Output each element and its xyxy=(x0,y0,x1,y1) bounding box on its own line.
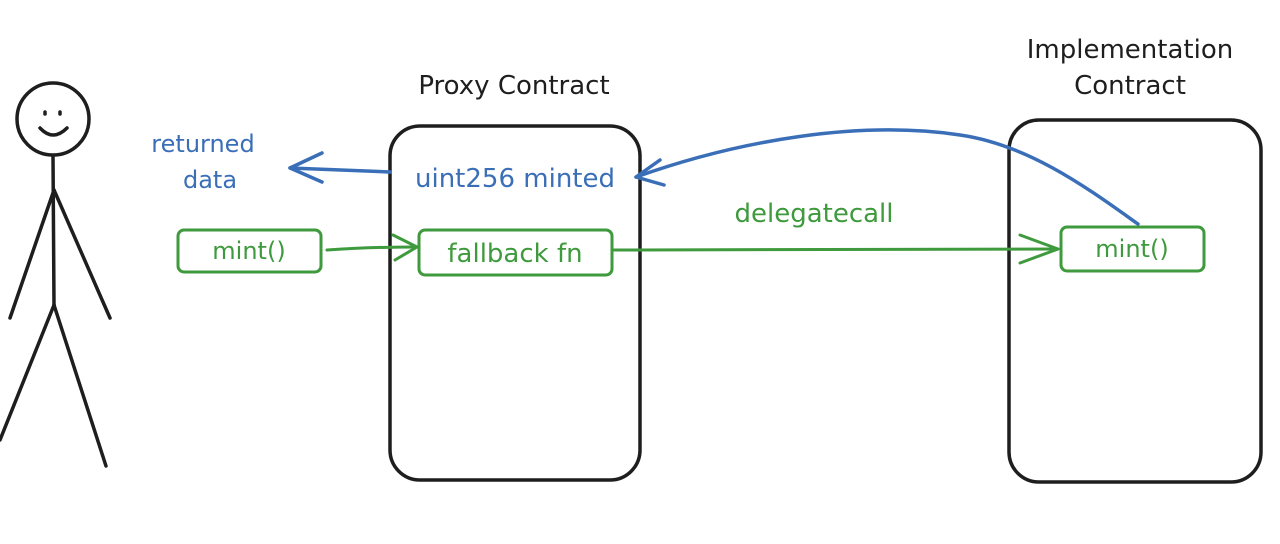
user-mint-call-box xyxy=(176,228,323,274)
user-body xyxy=(51,154,56,307)
returned-data-arrowhead-icon xyxy=(288,151,324,184)
user-right-arm xyxy=(52,188,112,320)
user-stick-figure-icon xyxy=(0,81,112,468)
call-arrow-user-to-proxy xyxy=(325,233,419,262)
proxy-contract-box xyxy=(388,124,642,482)
return-arrow-impl-to-proxy xyxy=(634,128,1140,226)
delegatecall-arrow xyxy=(612,233,1060,265)
delegatecall-label: delegatecall xyxy=(734,199,893,229)
returned-data-label-line2: data xyxy=(183,166,237,194)
fallback-fn-label: fallback fn xyxy=(447,239,582,269)
returned-data-label-line1: returned xyxy=(151,130,254,158)
fallback-fn-box xyxy=(417,228,614,277)
implementation-mint-label: mint() xyxy=(1095,235,1168,263)
user-mint-call-label: mint() xyxy=(212,237,285,265)
user-left-leg xyxy=(0,303,56,442)
call-arrowhead-icon xyxy=(391,233,419,262)
return-arrow-proxy-to-user xyxy=(288,151,392,184)
implementation-contract-box xyxy=(1007,118,1263,484)
delegatecall-arrowhead-icon xyxy=(1018,233,1060,265)
user-head xyxy=(15,81,91,157)
user-right-leg xyxy=(52,303,108,468)
implementation-contract-title-line2: Contract xyxy=(1074,71,1186,101)
implementation-mint-box xyxy=(1059,225,1206,273)
proxy-returned-var-label: uint256 minted xyxy=(415,164,615,194)
user-smile xyxy=(38,126,69,137)
return-arrowhead-icon xyxy=(634,158,666,187)
proxy-contract-title: Proxy Contract xyxy=(418,71,609,101)
implementation-contract-title-line1: Implementation xyxy=(1027,35,1233,65)
user-left-arm xyxy=(8,188,56,320)
